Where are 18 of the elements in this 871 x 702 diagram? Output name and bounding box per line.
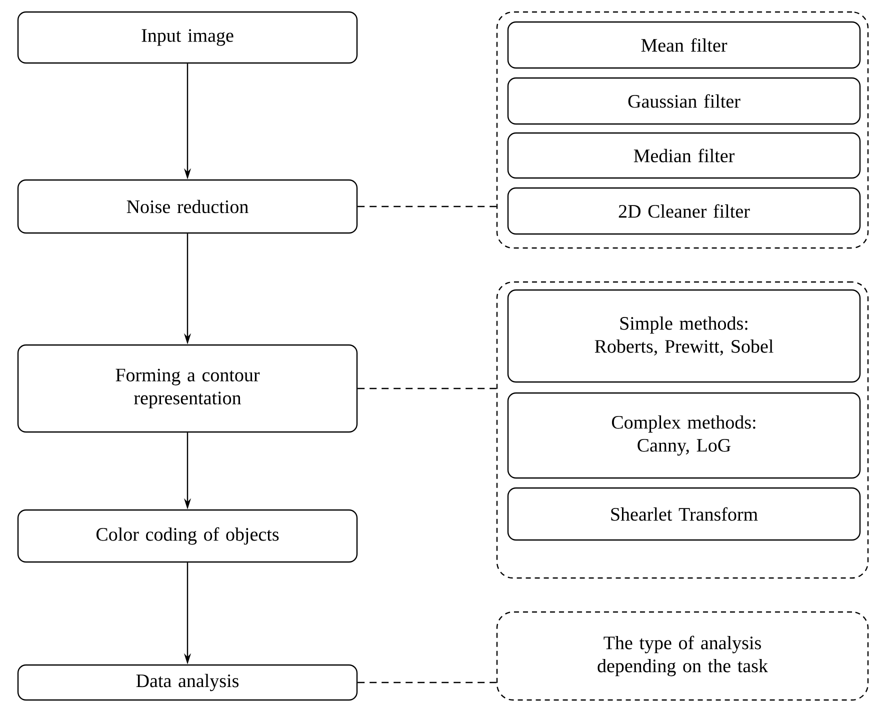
note-box: The type of analysis depending on the task — [496, 611, 869, 701]
connector-line — [358, 682, 496, 684]
connector-line — [358, 206, 496, 208]
connector-line — [358, 388, 496, 390]
method-box: Complex methods: Canny, LoG — [507, 392, 861, 479]
method-box: Shearlet Transform — [507, 487, 861, 541]
group-frame — [496, 11, 869, 249]
process-box: Noise reduction — [17, 179, 358, 234]
method-box: Simple methods: Roberts, Prewitt, Sobel — [507, 289, 861, 383]
process-box: Color coding of objects — [17, 509, 358, 563]
process-box: Forming a contour representation — [17, 344, 358, 433]
method-box: Median filter — [507, 132, 861, 179]
method-box: 2D Cleaner filter — [507, 187, 861, 235]
process-box: Input image — [17, 11, 358, 64]
process-box: Data analysis — [17, 664, 358, 701]
group-frame — [496, 281, 869, 579]
method-box: Gaussian filter — [507, 77, 861, 125]
method-box: Mean filter — [507, 21, 861, 69]
